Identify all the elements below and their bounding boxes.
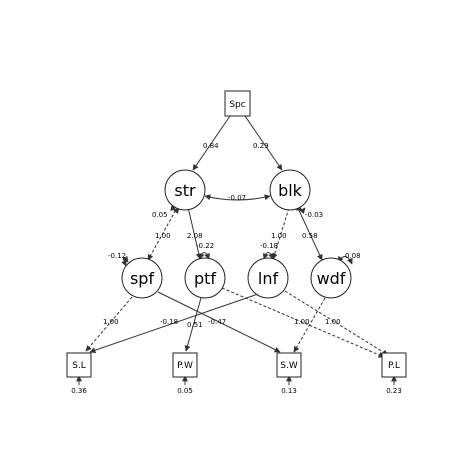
edge-spc-blk bbox=[244, 115, 283, 171]
residual-pw: 0.05 bbox=[177, 387, 193, 395]
label-blk-self: -0.03 bbox=[305, 211, 323, 219]
node-label-spf: spf bbox=[130, 269, 154, 288]
edge-ptf-pl bbox=[221, 287, 385, 358]
edge-spc-str bbox=[192, 115, 231, 171]
edge-spf-sl bbox=[85, 296, 133, 352]
loop-ptf bbox=[198, 252, 210, 260]
label-str-ptf: 2.08 bbox=[187, 232, 203, 240]
label-ptf-self: -0.22 bbox=[196, 242, 214, 250]
edge-lnf-sl bbox=[89, 293, 259, 354]
node-label-pl: P.L bbox=[388, 361, 400, 371]
label-str-self: 0.05 bbox=[152, 211, 168, 219]
node-pl: P.L bbox=[381, 352, 407, 378]
edge-blk-wdf bbox=[296, 205, 323, 261]
label-blk-wdf: 0.58 bbox=[302, 232, 318, 240]
residual-labels: 0.36 0.05 0.13 0.23 bbox=[71, 387, 402, 395]
loop-lnf bbox=[262, 252, 274, 260]
node-str: str bbox=[164, 169, 206, 211]
node-lnf: lnf bbox=[247, 257, 289, 299]
label-spf-self: -0.12 bbox=[108, 252, 126, 260]
edge-ptf-pw bbox=[184, 297, 202, 352]
edge-str-blk bbox=[204, 194, 271, 201]
label-lnf-self: -0.18 bbox=[260, 242, 278, 250]
label-wdf-sw: 1.00 bbox=[294, 318, 310, 326]
edge-str-spf bbox=[147, 205, 179, 261]
node-sl: S.L bbox=[66, 352, 92, 378]
label-ptf-pw: 0.51 bbox=[187, 321, 203, 329]
node-label-pw: P.W bbox=[177, 361, 193, 371]
node-spc: Spc bbox=[224, 90, 251, 117]
residual-sw: 0.13 bbox=[281, 387, 297, 395]
residual-sl: 0.36 bbox=[71, 387, 87, 395]
label-str-spf: 1.00 bbox=[155, 232, 171, 240]
node-wdf: wdf bbox=[310, 257, 352, 299]
label-spc-blk: 0.29 bbox=[253, 142, 269, 150]
node-label-lnf: lnf bbox=[258, 269, 279, 288]
label-spf-sw: -0.47 bbox=[208, 318, 226, 326]
node-label-blk: blk bbox=[278, 181, 303, 200]
node-label-ptf: ptf bbox=[194, 269, 216, 288]
node-label-str: str bbox=[174, 181, 196, 200]
edge-labels: 0.84 0.29 -0.07 0.05 -0.03 1.00 2.08 -0.… bbox=[103, 142, 361, 329]
label-spf-sl: 1.00 bbox=[103, 318, 119, 326]
node-label-wdf: wdf bbox=[317, 269, 346, 288]
edge-blk-lnf bbox=[271, 207, 290, 260]
node-ptf: ptf bbox=[184, 257, 226, 299]
edge-spf-sw bbox=[157, 291, 281, 353]
residual-pl: 0.23 bbox=[386, 387, 402, 395]
node-pw: P.W bbox=[172, 352, 198, 378]
node-spf: spf bbox=[121, 257, 163, 299]
edge-str-ptf bbox=[187, 206, 202, 260]
edge-lnf-pl bbox=[284, 290, 389, 356]
label-spc-str: 0.84 bbox=[203, 142, 219, 150]
node-blk: blk bbox=[269, 169, 311, 211]
label-lnf-sl: -0.18 bbox=[160, 318, 178, 326]
label-blk-lnf: 1.00 bbox=[271, 232, 287, 240]
edges bbox=[76, 115, 397, 385]
node-label-spc: Spc bbox=[229, 100, 245, 110]
node-sw: S.W bbox=[276, 352, 302, 378]
label-str-blk: -0.07 bbox=[228, 194, 246, 202]
loop-spf bbox=[121, 255, 129, 267]
node-label-sl: S.L bbox=[72, 361, 86, 371]
label-lnf-pl: 1.00 bbox=[325, 318, 341, 326]
node-label-sw: S.W bbox=[280, 361, 298, 371]
label-wdf-self: 0.08 bbox=[345, 252, 361, 260]
